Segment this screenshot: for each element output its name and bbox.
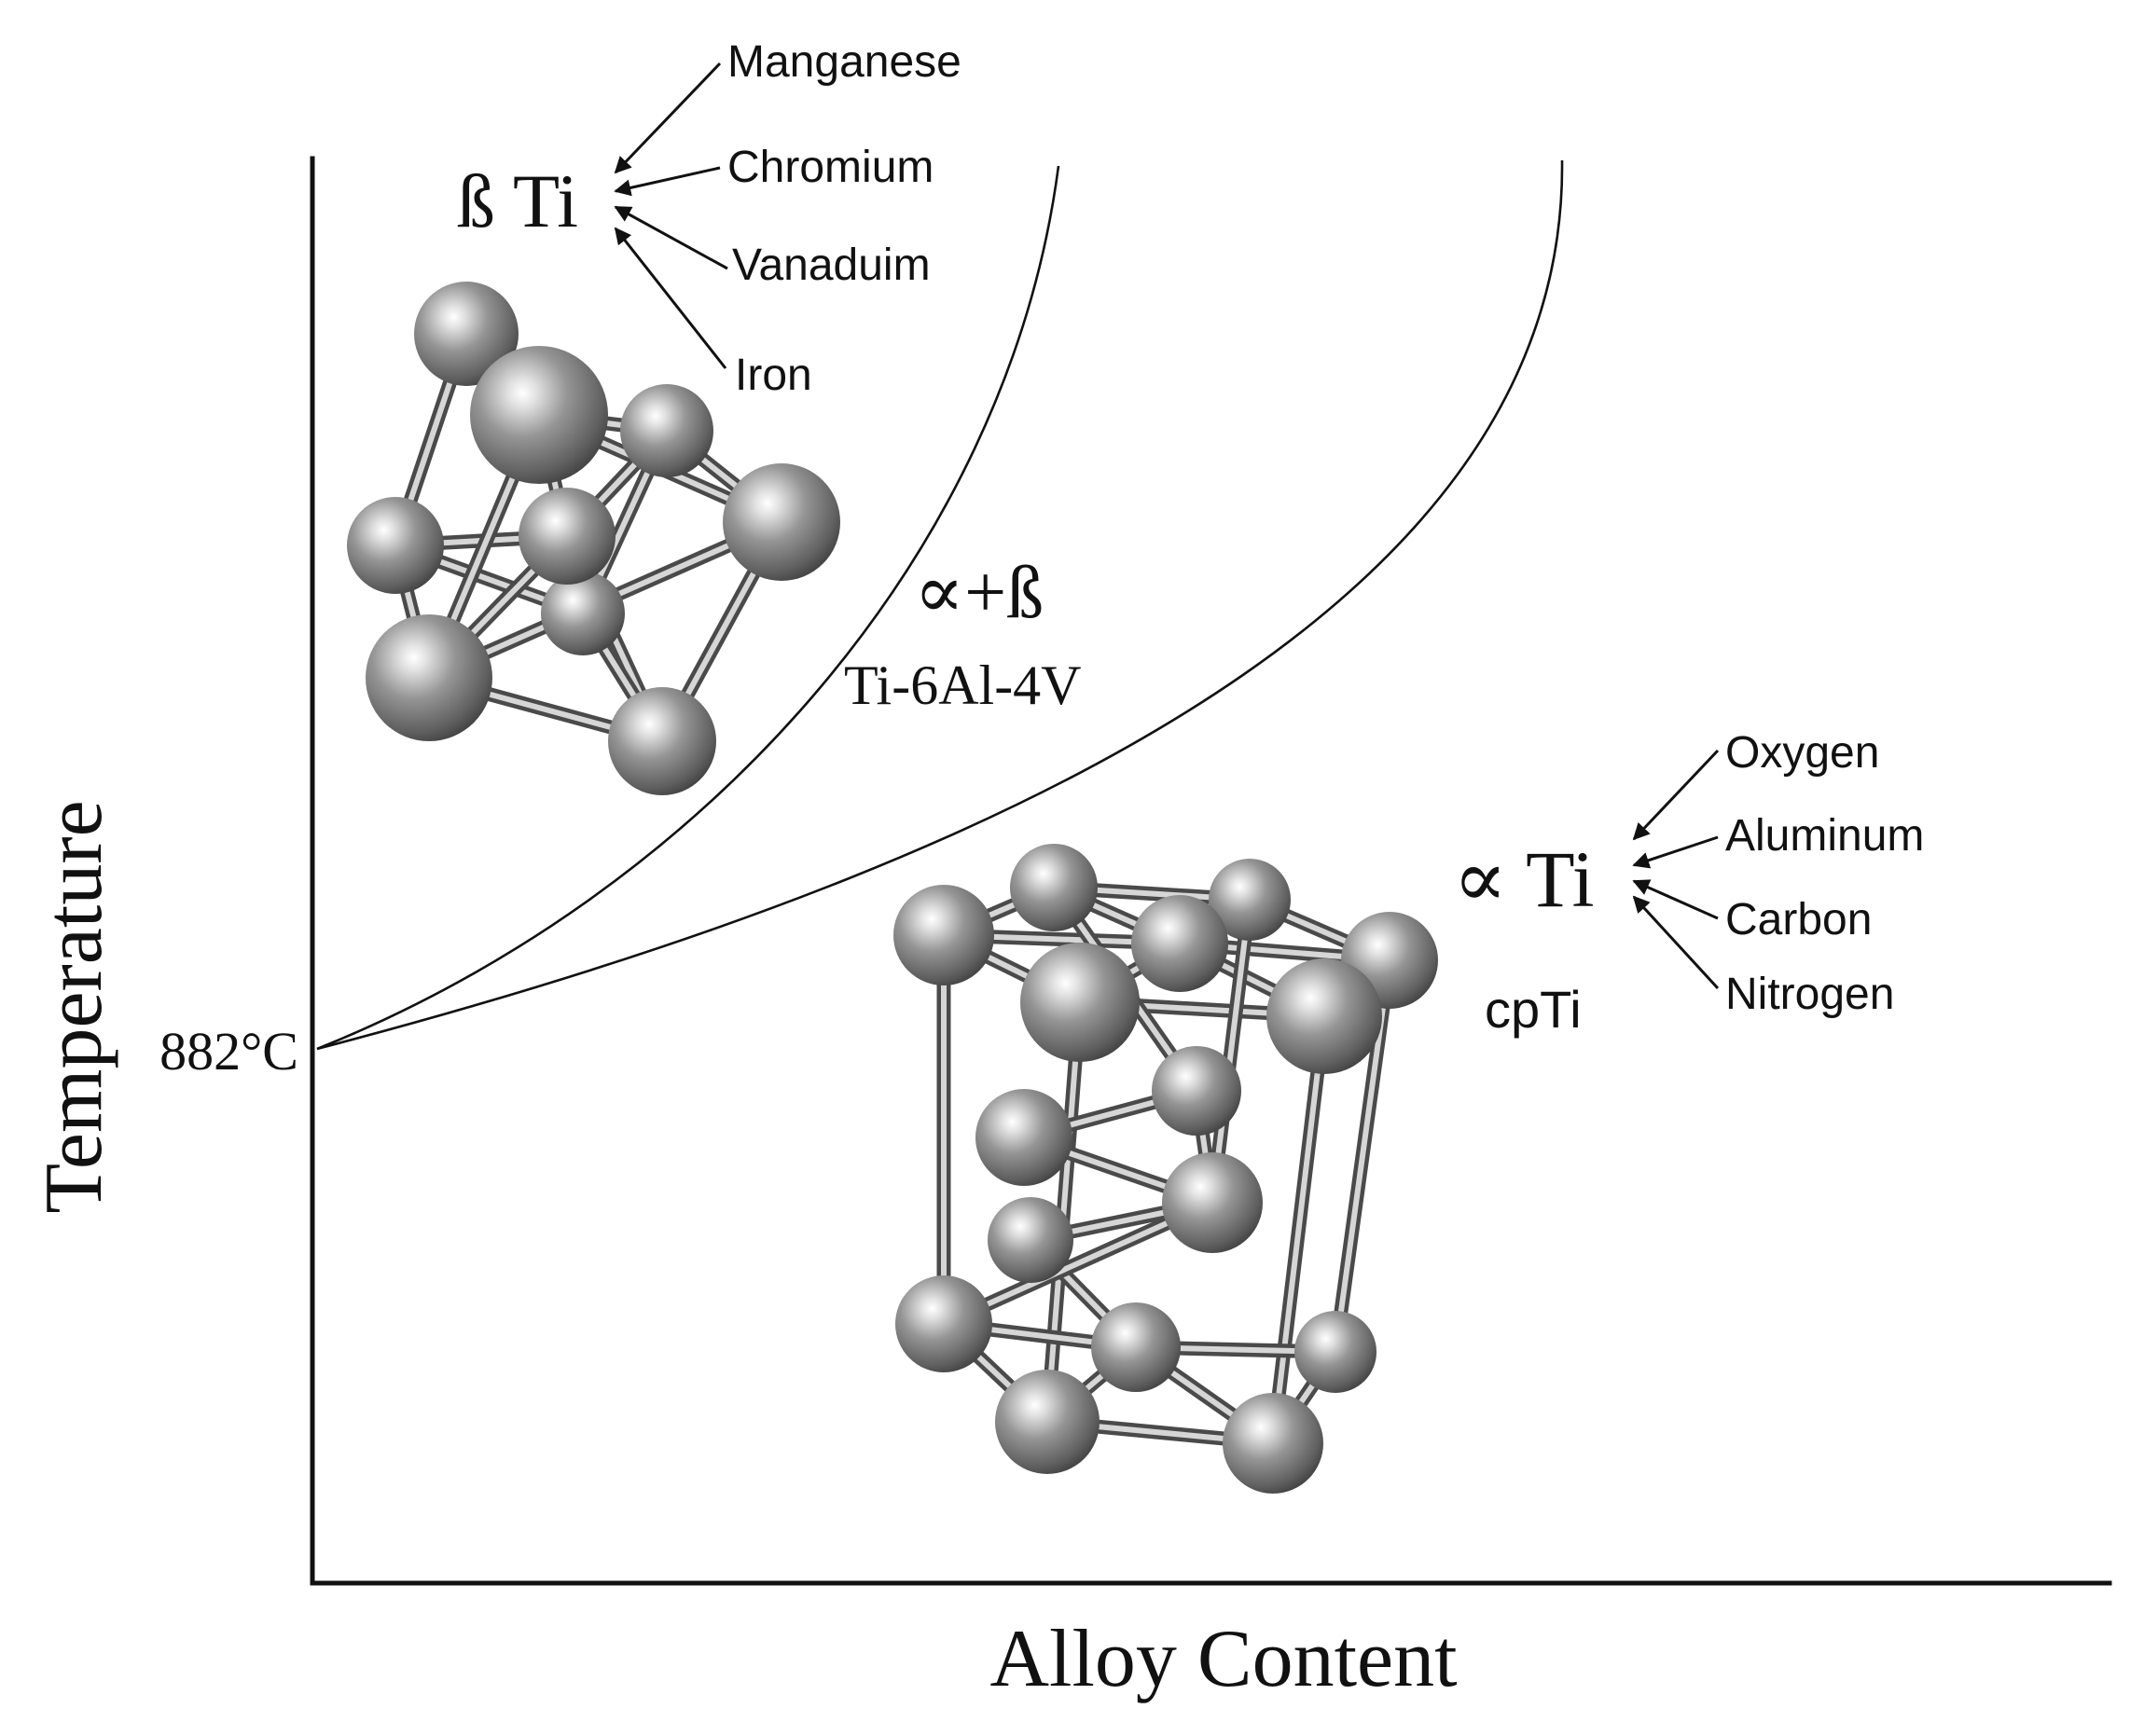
lattice-atom [893,885,994,985]
lattice-atom [366,614,492,741]
alpha-stabilizer-label: Nitrogen [1725,970,1894,1019]
alpha-stabilizer-label: Carbon [1725,895,1872,944]
lattice-atom [347,497,444,594]
lattice-atom [1209,859,1291,941]
lattice-atom [1131,895,1228,992]
lattice-atom [519,488,616,585]
lattice-bond [1270,1013,1327,1446]
lattice-atom [995,1370,1100,1474]
lattice-atom [1162,1152,1263,1253]
lattice-atom [1010,844,1098,931]
lattice-atom [470,346,608,484]
lattice-atom [1152,1046,1241,1136]
lattice-atom [988,1197,1073,1283]
x-axis-label: Alloy Content [989,1614,1457,1704]
alpha-stabilizer-label: Aluminum [1725,811,1924,861]
lattice-atom [895,1275,992,1372]
alpha-beta-phase-label: ∝+ß [914,552,1044,634]
alpha-alloy-label: cpTi [1485,980,1582,1039]
lattice-atom [975,1089,1072,1186]
beta-stabilizer-label: Chromium [727,143,934,192]
lattice-atom [608,687,716,795]
beta-stabilizer-label: Iron [735,351,812,400]
lattice-atom [1020,943,1140,1062]
lattice-atom [1091,1302,1181,1392]
alpha-phase-label: ∝ Ti [1453,834,1595,924]
transition-temperature-label: 882°C [159,1021,298,1082]
beta-stabilizer-label: Vanaduim [732,241,931,290]
alpha-transus-curve [316,159,1564,1051]
beta-stabilizer-arrows [614,62,728,369]
y-axis-label: Temperature [29,800,119,1213]
lattice-atom [1294,1311,1376,1393]
beta-stabilizer-label: Manganese [727,37,961,87]
lattice-atom [414,282,519,386]
lattice-atom [541,572,625,655]
lattice-atom [1223,1393,1323,1494]
lattice-atom [723,463,840,581]
lattice-bond [1210,897,1252,1206]
lattice-atom [620,384,713,477]
alpha-stabilizer-label: Oxygen [1725,728,1879,778]
bcc-crystal-lattice-icon [347,282,840,795]
alpha-stabilizer-arrows [1632,749,1720,990]
beta-transus-curve [316,165,1060,1051]
beta-phase-label: ß Ti [457,158,578,243]
lattice-atom [1266,958,1382,1074]
lattice-bond [1044,999,1083,1425]
hcp-crystal-lattice-icon [893,844,1438,1494]
alpha-beta-alloy-label: Ti-6Al-4V [844,654,1082,716]
